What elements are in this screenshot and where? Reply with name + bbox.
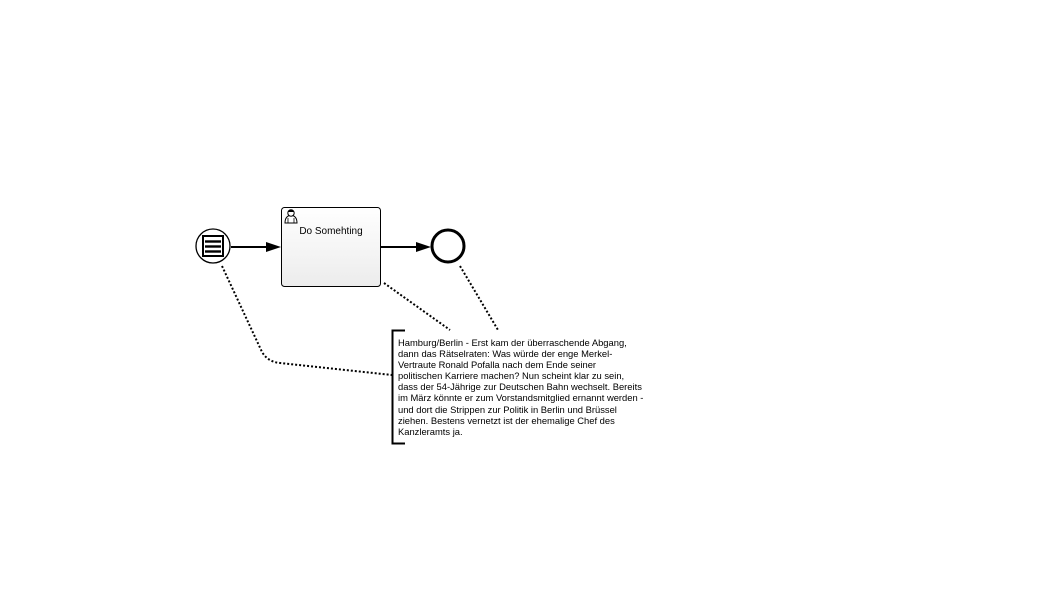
user-task[interactable]: Do Somehting [281,207,381,287]
sequence-flow-task-to-end[interactable] [381,242,431,252]
arrowhead-icon [416,242,431,252]
annotation-text: Hamburg/Berlin - Erst kam der überrasche… [398,337,644,437]
message-list-icon [202,235,224,257]
arrowhead-icon [266,242,281,252]
association-task-to-annotation[interactable] [383,282,451,331]
start-event[interactable] [195,228,231,264]
association-end-to-annotation[interactable] [459,265,499,331]
annotation-bracket[interactable] [391,329,406,445]
sequence-flow-start-to-task[interactable] [231,242,281,252]
task-label: Do Somehting [299,226,362,237]
end-event[interactable] [430,228,466,264]
association-start-to-annotation[interactable] [221,265,393,376]
user-task-icon [284,209,298,224]
